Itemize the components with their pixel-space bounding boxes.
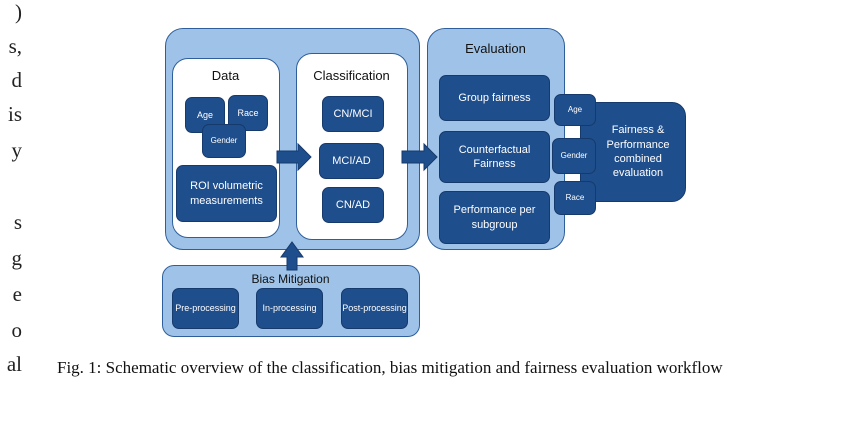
left-text-fragment: )	[15, 0, 22, 24]
bias-mitigation-title: Bias Mitigation	[251, 272, 330, 286]
left-text-fragment: al	[6, 352, 22, 376]
left-text-fragment: e	[12, 282, 22, 306]
left-text-fragment: s	[13, 210, 22, 234]
pre-processing-box: Pre-processing	[172, 288, 239, 329]
left-text-fragment: is	[7, 102, 22, 126]
roi-volumetric-box: ROI volumetric measurements	[176, 165, 277, 222]
arrow-classification-to-evaluation	[401, 142, 438, 172]
group-fairness-box: Group fairness	[439, 75, 550, 121]
left-text-fragment: o	[11, 318, 23, 342]
classification-cn-ad-box: CN/AD	[322, 187, 384, 223]
classification-mci-ad-box: MCI/AD	[319, 143, 384, 179]
tag-race-box: Race	[554, 181, 596, 215]
left-text-fragment: g	[11, 246, 23, 270]
left-text-fragment: y	[11, 138, 23, 162]
arrow-bias-mitigation-up	[280, 241, 304, 271]
counterfactual-fairness-box: Counterfactual Fairness	[439, 131, 550, 183]
tag-gender-box: Gender	[552, 138, 596, 174]
arrow-data-to-classification	[276, 142, 312, 172]
left-text-fragment: d	[11, 68, 23, 92]
evaluation-panel-title: Evaluation	[465, 41, 526, 56]
performance-per-subgroup-box: Performance per subgroup	[439, 191, 550, 244]
classification-cn-mci-box: CN/MCI	[322, 96, 384, 132]
workflow-diagram: Data Age Race Gender ROI volumetric meas…	[162, 28, 686, 337]
classification-panel-title: Classification	[313, 68, 390, 83]
tag-age-box: Age	[554, 94, 596, 126]
diagram-arrows	[276, 142, 438, 271]
post-processing-box: Post-processing	[341, 288, 408, 329]
data-gender-box: Gender	[202, 124, 246, 158]
in-processing-box: In-processing	[256, 288, 323, 329]
data-panel-title: Data	[211, 68, 240, 83]
combined-evaluation-box: Fairness & Performance combined evaluati…	[580, 102, 686, 202]
figure-caption: Fig. 1: Schematic overview of the classi…	[57, 358, 723, 377]
left-text-fragment: s,	[8, 34, 22, 58]
